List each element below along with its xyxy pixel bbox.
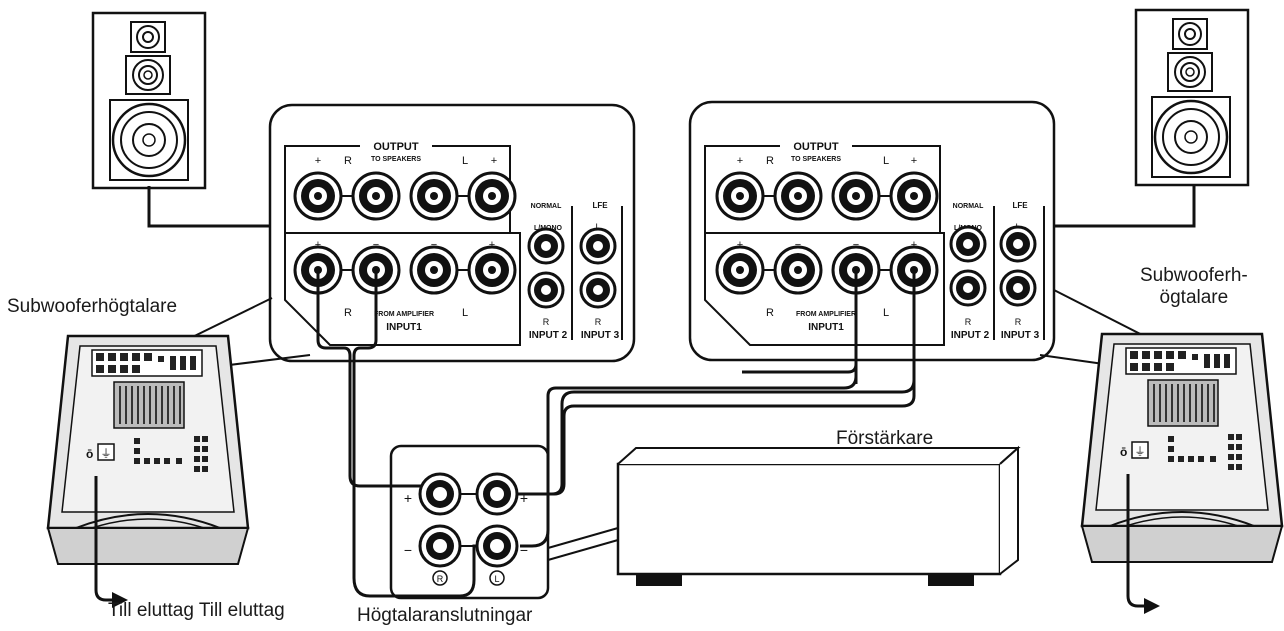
input2-label: INPUT 2 [529, 330, 568, 341]
output-label: OUTPUT [793, 141, 839, 153]
r-mark: R [344, 307, 352, 319]
input1-label: INPUT1 [386, 322, 422, 333]
l-mark: L [462, 155, 468, 167]
plus-mark: + [737, 239, 743, 251]
subwoofer-label-right: Subwooferh- ögtalare [1140, 265, 1248, 308]
svg-text:⏚: ⏚ [1135, 445, 1146, 458]
r-mark: R [766, 155, 774, 167]
svg-text:ō: ō [86, 447, 93, 461]
amplifier-label: Förstärkare [836, 428, 934, 449]
l-mark: L [462, 307, 468, 319]
terminal-plus-right: + [520, 490, 528, 506]
plus-mark: + [737, 155, 743, 167]
r-mark: R [543, 317, 550, 327]
lfe-label: LFE [592, 201, 608, 210]
normal-label: NORMAL [531, 203, 562, 210]
terminal-r-mark: R [437, 574, 444, 584]
svg-text:ō: ō [1120, 445, 1127, 459]
power-outlet-label: Till eluttag Till eluttag [108, 600, 285, 621]
terminal-minus-left: − [404, 542, 412, 558]
minus-mark: − [795, 239, 801, 251]
input1-label: INPUT1 [808, 322, 844, 333]
to-speakers-label: TO SPEAKERS [371, 156, 421, 163]
plus-mark: + [315, 239, 321, 251]
left-speaker [91, 11, 207, 190]
r-mark: R [344, 155, 352, 167]
amp-terminal-block: + + − − R L [389, 444, 550, 600]
terminal-minus-right: − [520, 542, 528, 558]
speaker-terminals-label: Högtalaranslutningar [357, 605, 533, 626]
plus-mark: + [911, 239, 917, 251]
from-amplifier-label: FROM AMPLIFIER [796, 311, 856, 318]
right-subwoofer: ⏚ ō [1080, 332, 1284, 614]
from-amplifier-label: FROM AMPLIFIER [374, 311, 434, 318]
r-mark: R [595, 317, 602, 327]
amplifier [616, 445, 1021, 586]
l-mark: L [595, 222, 600, 232]
plus-mark: + [315, 155, 321, 167]
normal-label: NORMAL [953, 203, 984, 210]
terminal-plus-left: + [404, 490, 412, 506]
plus-mark: + [911, 155, 917, 167]
plus-mark: + [491, 155, 497, 167]
l-mark: L [883, 307, 889, 319]
right-speaker [1134, 8, 1250, 187]
r-mark: R [1015, 317, 1022, 327]
minus-mark: − [373, 239, 379, 251]
subwoofer-label-left: Subwooferhögtalare [7, 296, 178, 317]
right-subwoofer-panel: OUTPUT TO SPEAKERS + R L + + − − + R FRO… [688, 100, 1056, 362]
minus-mark: − [853, 239, 859, 251]
terminal-l-mark: L [494, 574, 499, 584]
lfe-label: LFE [1012, 201, 1028, 210]
svg-text:⏚: ⏚ [101, 447, 112, 460]
left-subwoofer-panel: OUTPUT TO SPEAKERS + R L + + − − + R FRO… [268, 103, 636, 363]
input2-label: INPUT 2 [951, 330, 990, 341]
to-speakers-label: TO SPEAKERS [791, 156, 841, 163]
output-label: OUTPUT [373, 141, 419, 153]
r-mark: R [965, 317, 972, 327]
input3-label: INPUT 3 [1001, 330, 1040, 341]
input3-label: INPUT 3 [581, 330, 620, 341]
plus-mark: + [489, 239, 495, 251]
l-mark: L [883, 155, 889, 167]
r-mark: R [766, 307, 774, 319]
minus-mark: − [431, 239, 437, 251]
left-subwoofer: ⏚ ō [46, 334, 250, 608]
